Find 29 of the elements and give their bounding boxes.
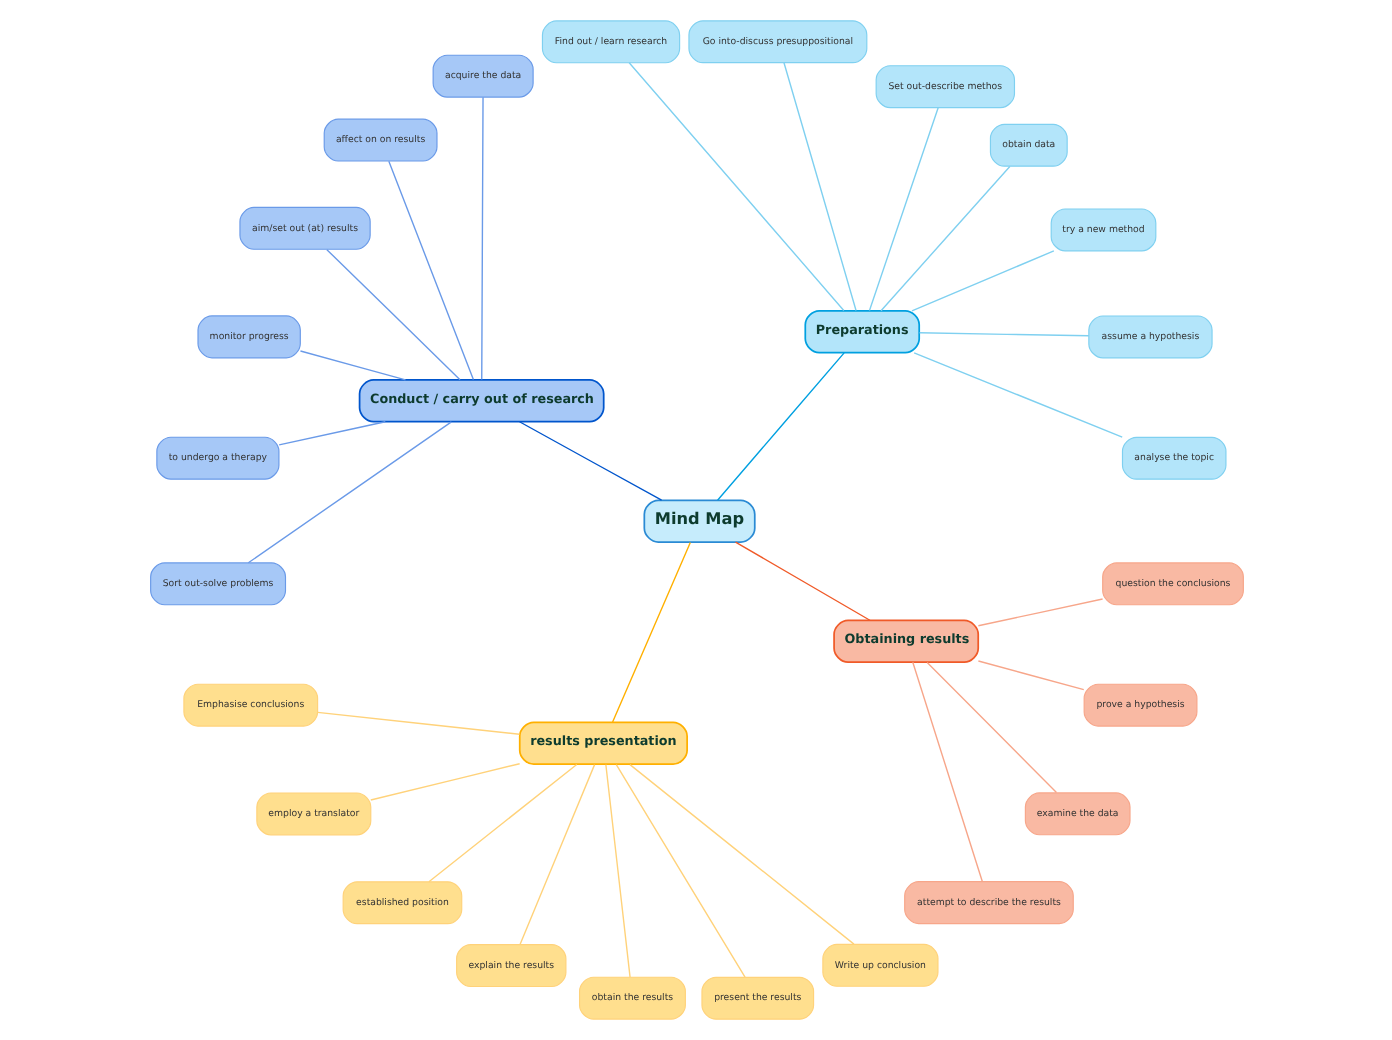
connector [976, 660, 1084, 691]
connector [912, 352, 1122, 438]
connector [976, 598, 1103, 627]
connector [733, 541, 870, 621]
connector [480, 96, 483, 381]
connector [627, 62, 844, 312]
connector [427, 763, 577, 883]
connector [315, 711, 520, 735]
connector [298, 350, 406, 381]
connector [610, 541, 691, 723]
connector [911, 661, 982, 883]
connector [604, 763, 630, 978]
connector [628, 763, 854, 945]
node-box: Mind Map [642, 499, 755, 543]
connector [879, 165, 1010, 312]
connector [277, 421, 385, 446]
connector [369, 763, 520, 801]
connector [387, 160, 474, 381]
connector [246, 421, 452, 564]
connector [614, 763, 745, 978]
connector [917, 332, 1089, 337]
connector [325, 249, 460, 381]
connector [782, 62, 856, 312]
connector [715, 352, 844, 501]
connector [910, 250, 1054, 312]
connector [925, 661, 1057, 794]
connector [867, 107, 938, 312]
connector [518, 763, 595, 946]
connector [517, 421, 662, 501]
